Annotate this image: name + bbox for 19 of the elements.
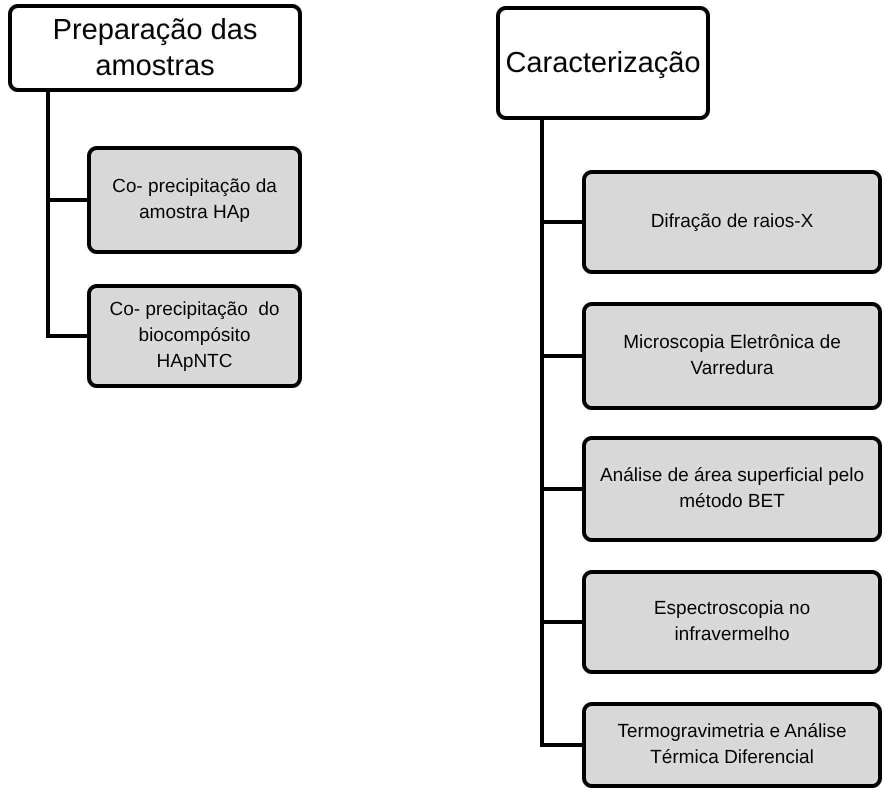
step-text: Análise de área superficial pelo método BET [598,464,866,514]
header-text: Caracterização [505,46,701,81]
step-box [87,146,302,254]
step-box [582,170,882,274]
step-text: Co- precipitação do biocompósito HApNTC [108,298,281,374]
step-box [582,302,882,410]
step-box [582,436,882,542]
step-text: Difração de raios-X [650,210,814,234]
step-box [582,702,882,788]
header-box [8,4,302,92]
connector-line [46,92,87,338]
step-text: Microscopia Eletrônica de Varredura [622,331,842,381]
step-text: Co- precipitação da amostra HAp [111,175,278,225]
step-text: Termogravimetria e Análise Térmica Diferencial [616,720,848,770]
header-text: Preparação das amostras [52,13,258,84]
step-box [582,570,882,674]
step-text: Espectroscopia no infravermelho [652,597,812,647]
step-box [87,284,302,388]
header-box [496,6,710,120]
